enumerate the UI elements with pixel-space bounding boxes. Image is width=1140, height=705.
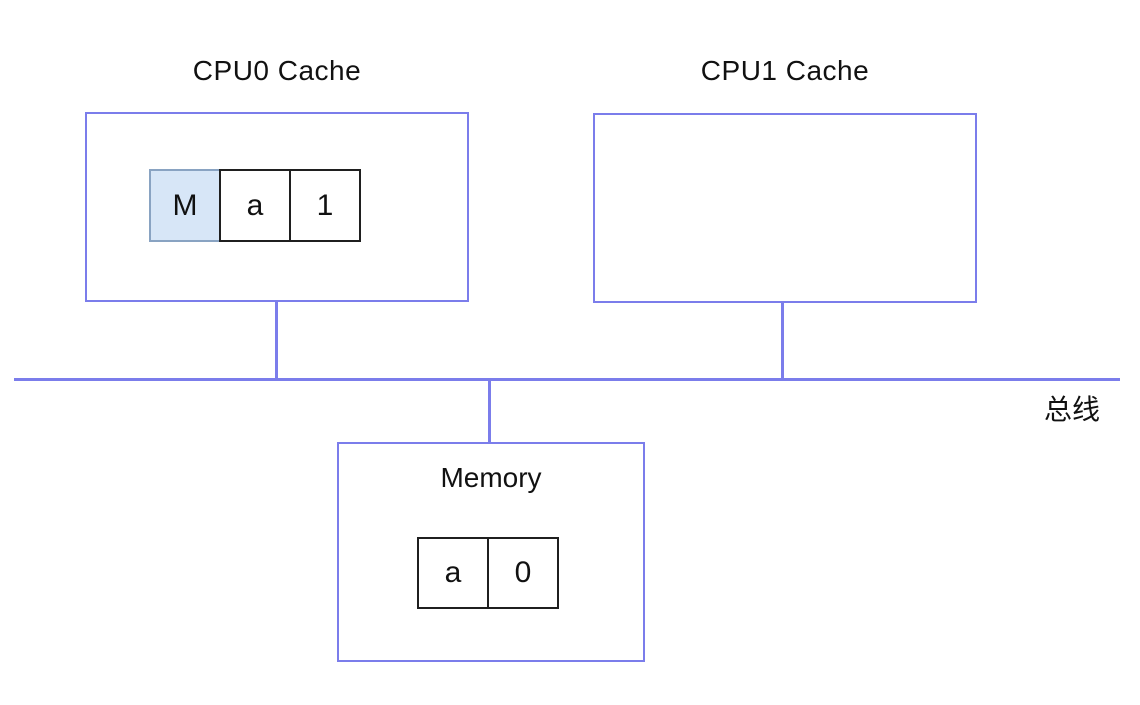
bus-line bbox=[14, 378, 1120, 381]
cpu1-cache-title: CPU1 Cache bbox=[700, 55, 870, 86]
memory-title: Memory bbox=[440, 462, 542, 493]
cache-value-cell: 1 bbox=[289, 169, 361, 242]
cpu0-cache-title: CPU0 Cache bbox=[192, 55, 362, 86]
memory-value-cell: 0 bbox=[487, 537, 559, 609]
cpu1-cache-box bbox=[593, 113, 977, 303]
memory-bus-connector bbox=[488, 381, 491, 442]
cache-state-cell: M bbox=[149, 169, 221, 242]
bus-label: 总线 bbox=[1043, 394, 1100, 425]
memory-entry: a 0 bbox=[417, 537, 559, 609]
cpu0-cache-line: M a 1 bbox=[149, 169, 361, 242]
cache-tag-cell: a bbox=[219, 169, 291, 242]
cpu1-bus-connector bbox=[781, 303, 784, 380]
cpu0-bus-connector bbox=[275, 302, 278, 380]
memory-address-cell: a bbox=[417, 537, 489, 609]
